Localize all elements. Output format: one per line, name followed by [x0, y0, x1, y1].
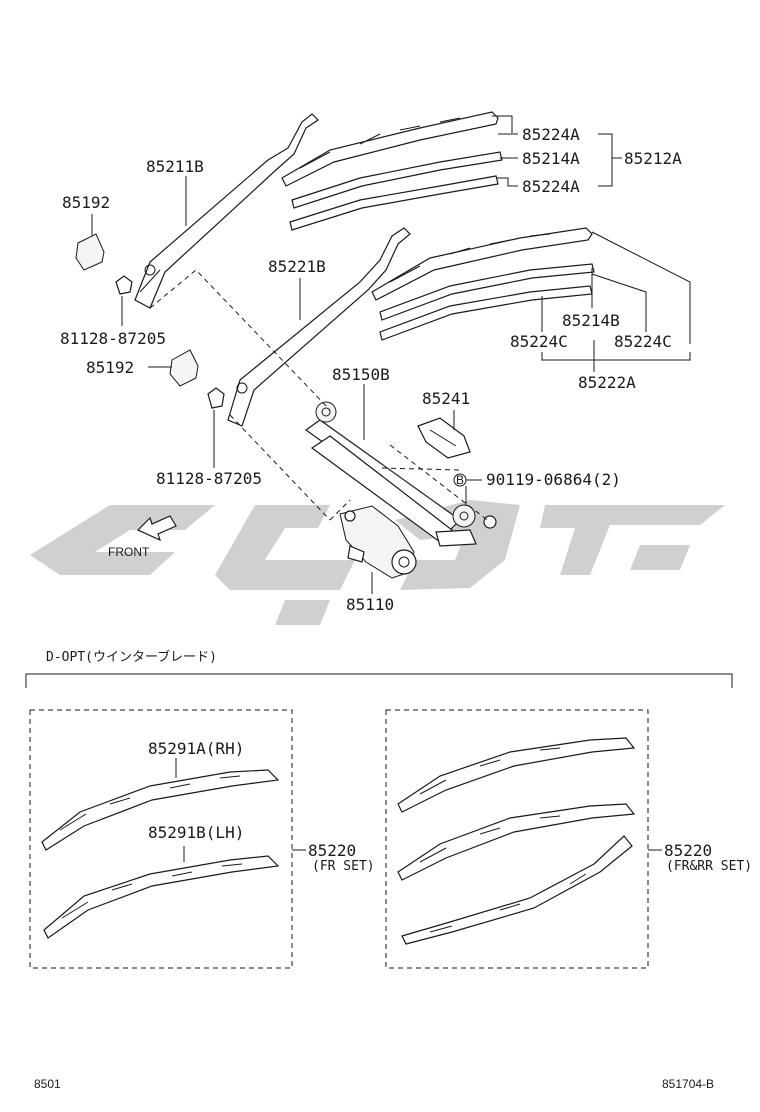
- blade-85291B: [43, 855, 280, 939]
- wiper-blade-85212A: [281, 111, 503, 231]
- footer-right-code: 851704-B: [662, 1077, 714, 1091]
- cap-85192-mid: [169, 349, 199, 387]
- label-85214B: 85214B: [562, 311, 620, 330]
- label-90119: 90119-06864(2): [486, 470, 621, 489]
- blade-fr-2: [397, 803, 636, 881]
- label-85214A: 85214A: [522, 149, 580, 168]
- wiper-arm-85211B: [134, 113, 319, 309]
- wiper-linkage-85150B: [304, 401, 497, 547]
- wiper-blade-85222A: [371, 227, 595, 341]
- label-85291A: 85291A(RH): [148, 739, 244, 758]
- label-85211B: 85211B: [146, 157, 204, 176]
- label-85212A: 85212A: [624, 149, 682, 168]
- label-set-left-number: 85220: [308, 841, 356, 860]
- footer-left-code: 8501: [34, 1077, 61, 1091]
- label-85224C-2: 85224C: [614, 332, 672, 351]
- bracket-85241: [417, 417, 471, 459]
- label-85224A-1: 85224A: [522, 125, 580, 144]
- label-81128-bottom: 81128-87205: [156, 469, 262, 488]
- nut-81128-bottom: [207, 387, 225, 409]
- label-85192-top: 85192: [62, 193, 110, 212]
- label-85224A-2: 85224A: [522, 177, 580, 196]
- label-85110: 85110: [346, 595, 394, 614]
- set-box-left: 85291A(RH) 85291B(LH): [29, 709, 293, 969]
- leader-lines: [91, 115, 691, 594]
- wiper-motor-85110: [339, 505, 417, 579]
- cap-85192-top: [75, 233, 105, 271]
- label-set-left-note: (FR SET): [312, 859, 375, 874]
- label-85150B: 85150B: [332, 365, 390, 384]
- nut-81128-top: [115, 275, 133, 295]
- label-85241: 85241: [422, 389, 470, 408]
- label-85291B: 85291B(LH): [148, 823, 244, 842]
- blade-fr-1: [397, 737, 636, 813]
- label-85222A: 85222A: [578, 373, 636, 392]
- label-81128-top: 81128-87205: [60, 329, 166, 348]
- front-arrow-icon: [136, 515, 177, 542]
- option-header: D-OPT(ウインターブレード): [46, 649, 217, 665]
- label-85224C-1: 85224C: [510, 332, 568, 351]
- set-box-right: [385, 709, 649, 969]
- label-85221B: 85221B: [268, 257, 326, 276]
- label-85192-mid: 85192: [86, 358, 134, 377]
- label-set-right-number: 85220: [664, 841, 712, 860]
- blade-rr: [401, 835, 633, 945]
- wiper-arm-85221B: [227, 227, 411, 427]
- blade-85291A: [41, 769, 280, 851]
- label-front: FRONT: [108, 545, 150, 559]
- marker-b-label: B: [456, 473, 464, 487]
- label-set-right-note: (FR&RR SET): [666, 859, 752, 874]
- option-bracket: [25, 673, 733, 688]
- assembly-dashed-lines: [149, 269, 491, 523]
